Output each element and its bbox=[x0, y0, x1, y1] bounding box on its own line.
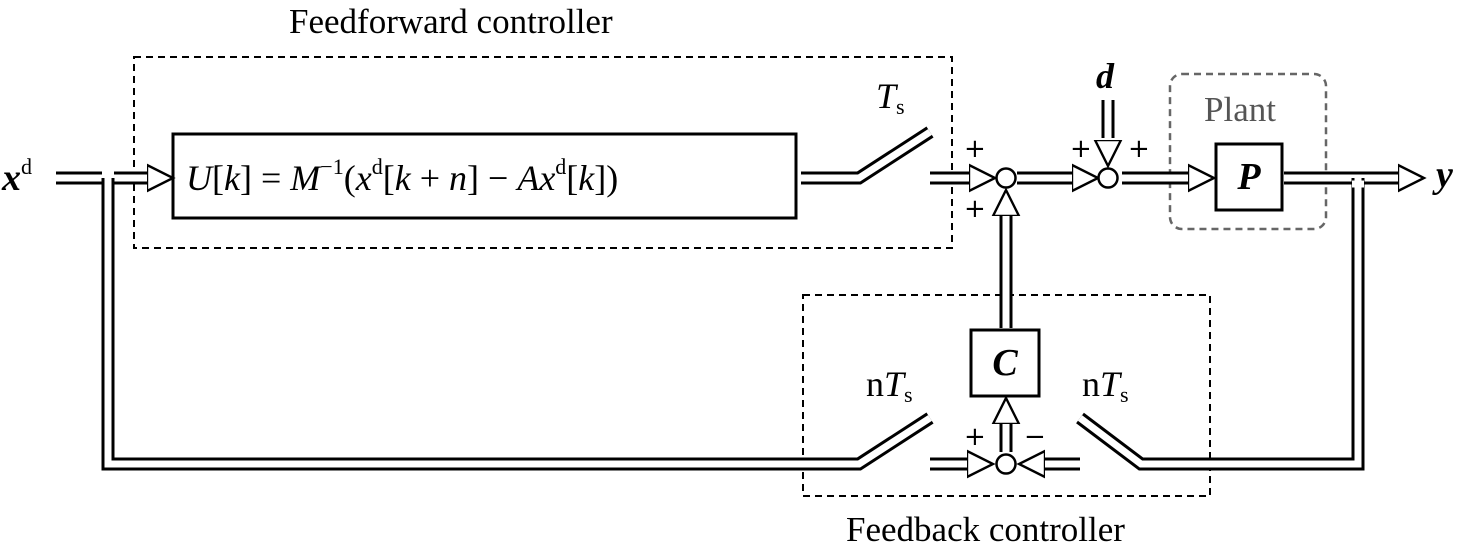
eq-inverse: −1 bbox=[320, 154, 344, 179]
eq-x2: x bbox=[539, 158, 556, 198]
eq-A: A bbox=[517, 158, 540, 198]
input-signal-symbol: x bbox=[2, 157, 21, 199]
summing-junction-2 bbox=[1097, 167, 1119, 189]
plant-frame bbox=[1168, 72, 1328, 231]
eq-x1: x bbox=[355, 158, 372, 198]
eq-plus: + bbox=[410, 158, 449, 198]
sum1-top-sign: + bbox=[964, 134, 986, 164]
summing-junction-1 bbox=[995, 167, 1017, 189]
eq-d1: d bbox=[371, 154, 383, 179]
eq-d2: d bbox=[555, 154, 567, 179]
feedforward-title: Feedforward controller bbox=[289, 2, 613, 41]
controller-block bbox=[969, 328, 1041, 398]
input-signal-label: xd bbox=[2, 154, 32, 199]
eq-open-paren: ( bbox=[343, 158, 356, 198]
fb-right-sampler-T: T bbox=[1100, 364, 1121, 404]
plant-symbol: P bbox=[1237, 156, 1261, 198]
fb-left-sampler-label: nTs bbox=[866, 366, 913, 406]
input-signal-sup: d bbox=[21, 154, 32, 179]
sum1-bottom-sign: + bbox=[964, 194, 986, 224]
ff-sampler-T: T bbox=[876, 76, 897, 116]
fb-right-sampler-s: s bbox=[1120, 382, 1129, 407]
fb-left-sampler-n: n bbox=[866, 364, 884, 404]
sum2-right-sign: + bbox=[1128, 134, 1150, 164]
feedback-frame bbox=[802, 294, 1211, 497]
output-feedback-path bbox=[1076, 178, 1365, 471]
fb-left-sampler-s: s bbox=[904, 382, 913, 407]
eq-n: n bbox=[449, 158, 467, 198]
sum3-left-sign: + bbox=[964, 422, 986, 452]
sum2-left-sign: + bbox=[1070, 134, 1092, 164]
eq-U: U bbox=[186, 158, 212, 198]
disturbance-label: d bbox=[1096, 56, 1114, 96]
feedforward-equation-text: U[k] = M−1(xd[k + n] − Axd[k]) bbox=[186, 154, 619, 198]
fb-left-sampler-T: T bbox=[884, 364, 905, 404]
output-signal-label: y bbox=[1436, 154, 1453, 196]
plant-title: Plant bbox=[1204, 90, 1276, 129]
ff-sampler-s: s bbox=[896, 94, 905, 119]
eq-M: M bbox=[290, 158, 321, 198]
ff-sampler-label: Ts bbox=[876, 78, 905, 118]
fb-right-sampler-label: nTs bbox=[1082, 366, 1129, 406]
eq-k2: k bbox=[394, 158, 411, 198]
reference-branch-path bbox=[101, 168, 934, 471]
eq-minus: − bbox=[479, 158, 518, 198]
eq-k3: k bbox=[578, 158, 595, 198]
sum3-right-sign: − bbox=[1024, 422, 1046, 452]
feedforward-equation-block bbox=[171, 132, 798, 220]
feedforward-frame bbox=[133, 56, 953, 249]
signal-paths bbox=[56, 100, 1424, 464]
eq-k1: k bbox=[224, 158, 240, 198]
summing-junction-3 bbox=[995, 453, 1017, 475]
feedforward-sampler-path bbox=[801, 126, 934, 185]
feedback-title: Feedback controller bbox=[846, 510, 1125, 549]
eq-equals: = bbox=[251, 158, 291, 198]
eq-close-paren: ) bbox=[606, 158, 619, 198]
fb-right-sampler-n: n bbox=[1082, 364, 1100, 404]
controller-symbol: C bbox=[992, 342, 1018, 384]
